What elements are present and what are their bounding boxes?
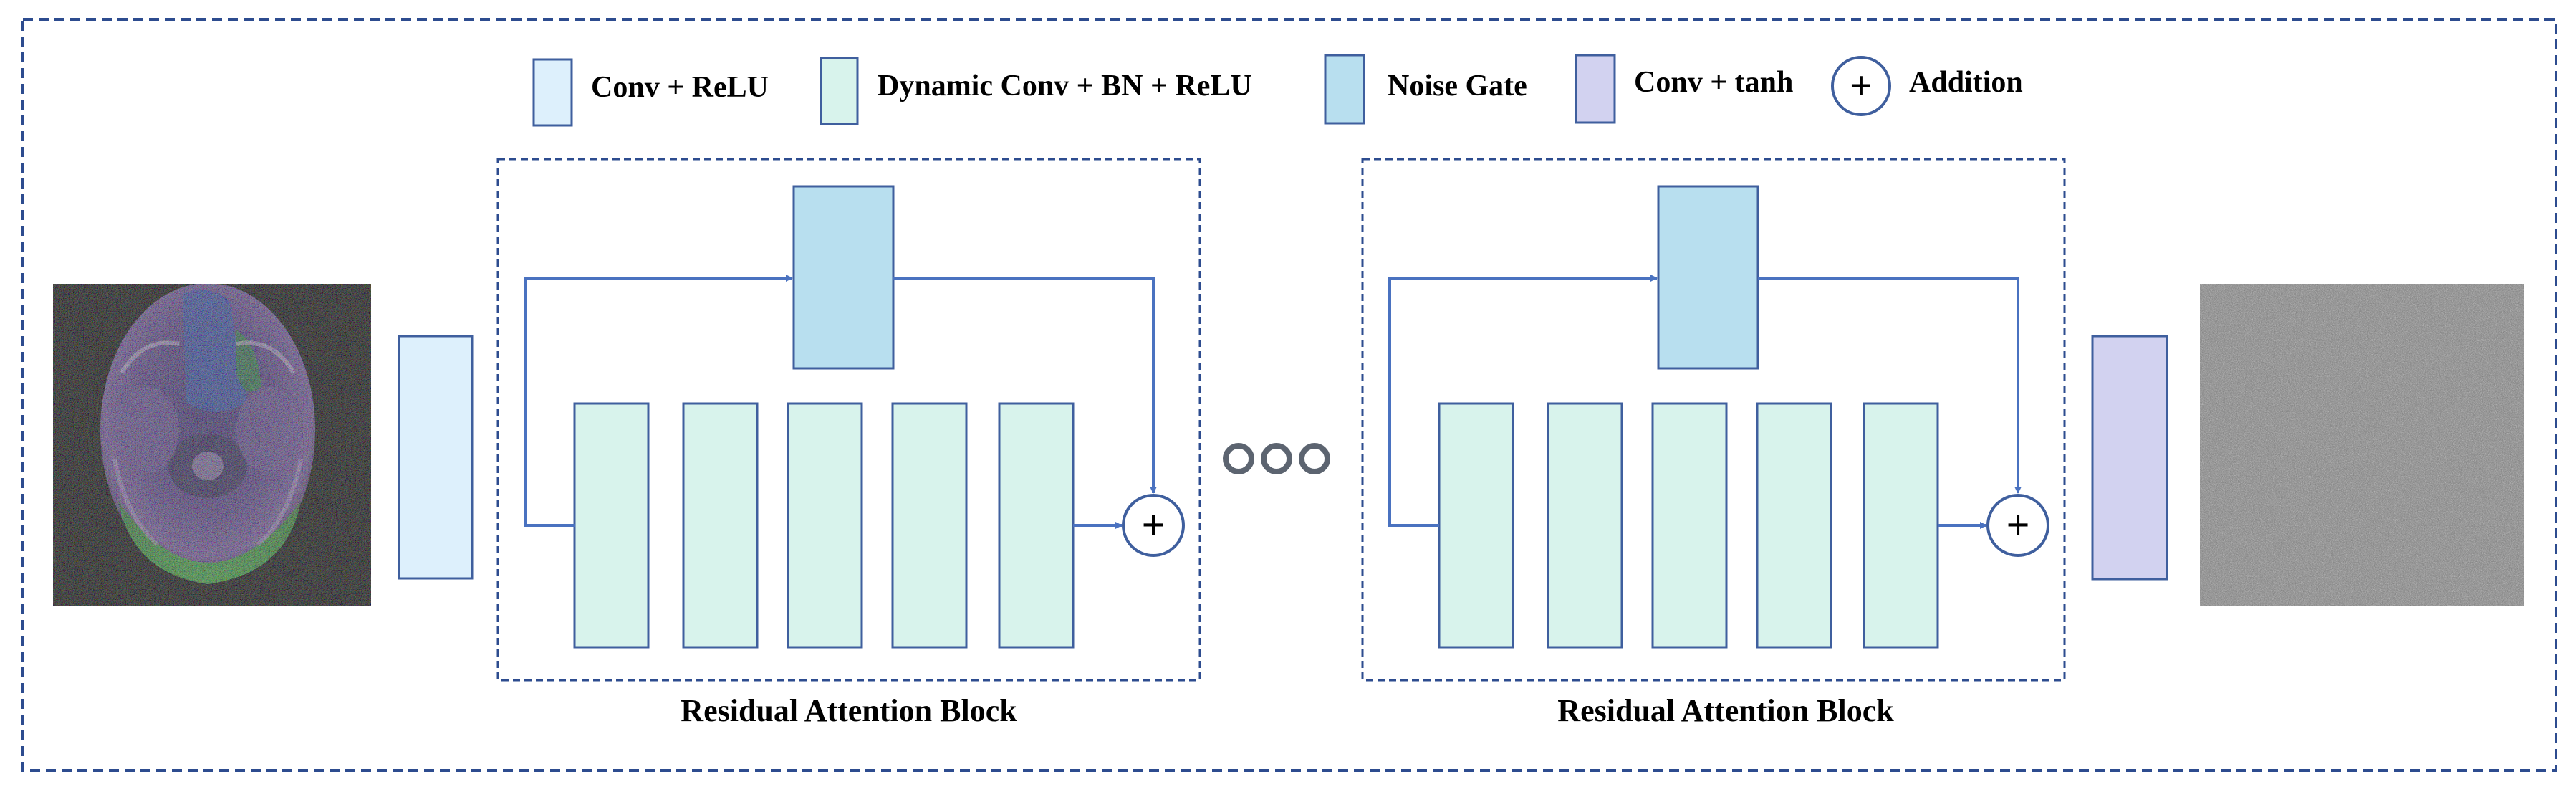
- residual-attention-block-1: + Residual Attention Block: [496, 158, 1201, 728]
- block-1-gate-arrow: [893, 277, 1157, 494]
- block-1-dynamic-conv-4: [891, 402, 968, 649]
- legend-dynamic-conv-label: Dynamic Conv + BN + ReLU: [878, 70, 1252, 102]
- ellipsis-circles-icon: [1223, 443, 1330, 474]
- legend-addition-label: Addition: [1909, 66, 2023, 99]
- block-2-frame: [1361, 158, 2066, 682]
- block-1-noise-gate: [792, 185, 895, 370]
- block-2-addition-icon: [1986, 494, 2049, 557]
- block-1-skip-arrow: [524, 275, 793, 527]
- block-1-dynamic-conv-2: [682, 402, 759, 649]
- output-noise-texture: [2200, 284, 2524, 606]
- block-2-dynamic-conv-2: [1547, 402, 1623, 649]
- conv-tanh-layer: [2091, 335, 2168, 581]
- outer-frame: [21, 18, 2557, 772]
- block-2-dynamic-conv-4: [1756, 402, 1832, 649]
- block-1-label: Residual Attention Block: [681, 693, 1017, 728]
- block-2-label: Residual Attention Block: [1557, 693, 1894, 728]
- block-1-dynamic-conv-5: [998, 402, 1075, 649]
- block-1-addition-icon: [1122, 494, 1185, 557]
- legend-noise-gate-label: Noise Gate: [1388, 70, 1527, 102]
- block-2-dynamic-conv-3: [1651, 402, 1728, 649]
- block-1-dynamic-conv-1: [573, 402, 650, 649]
- legend-conv-relu-label: Conv + ReLU: [591, 71, 769, 104]
- block-1-dynamic-conv-3: [787, 402, 863, 649]
- legend-addition-symbol: +: [1850, 64, 1873, 108]
- legend-noise-gate-swatch: [1324, 54, 1365, 125]
- block-2-dynamic-conv-1: [1438, 402, 1514, 649]
- legend: Conv + ReLU Dynamic Conv + BN + ReLU Noi…: [532, 54, 2023, 127]
- block-2-addition-symbol: +: [2006, 502, 2029, 548]
- conv-relu-layer: [398, 335, 474, 580]
- legend-addition-icon: [1831, 56, 1891, 116]
- block-2-skip-arrow: [1388, 275, 1658, 527]
- block-1-addition-symbol: +: [1141, 502, 1165, 548]
- block-2-noise-gate: [1657, 185, 1759, 370]
- residual-attention-block-2: + Residual Attention Block: [1361, 158, 2066, 728]
- input-image: [53, 284, 371, 606]
- block-1-frame: [496, 158, 1201, 682]
- legend-conv-relu-swatch: [532, 58, 573, 127]
- legend-conv-tanh-label: Conv + tanh: [1634, 66, 1793, 99]
- block-2-gate-arrow: [1758, 277, 2022, 494]
- legend-dynamic-conv-swatch: [820, 57, 859, 125]
- block-2-dynamic-conv-5: [1863, 402, 1939, 649]
- legend-conv-tanh-swatch: [1575, 54, 1616, 124]
